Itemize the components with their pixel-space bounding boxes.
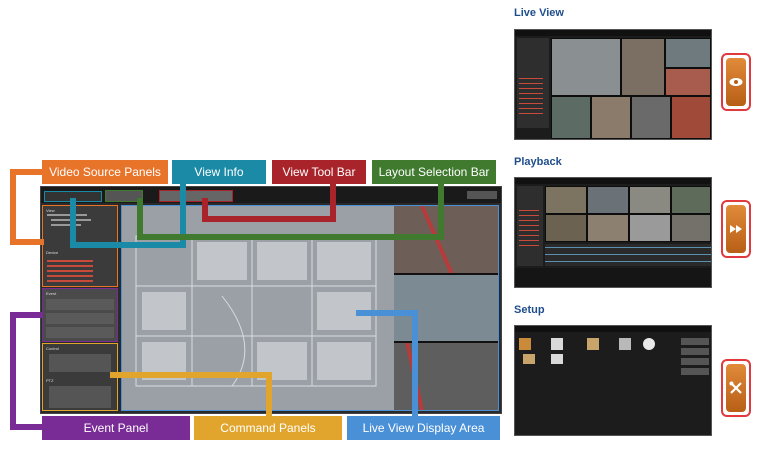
- tools-icon: [729, 381, 742, 394]
- connector-event-panel: [10, 312, 43, 318]
- layout-selection-box: [159, 190, 233, 202]
- live-view-screenshot: [514, 29, 712, 140]
- callout-command-panels: Command Panels: [194, 416, 342, 440]
- playback-mode-tab[interactable]: [721, 200, 751, 258]
- panel-control-label: Control: [46, 346, 59, 351]
- callout-layout-selection-bar: Layout Selection Bar: [372, 160, 496, 184]
- heading-setup: Setup: [514, 304, 545, 316]
- setup-screenshot: [514, 325, 712, 436]
- event-panel: Event: [42, 288, 118, 342]
- panel-event-label: Event: [46, 291, 57, 296]
- fast-forward-icon: [730, 225, 742, 233]
- main-top-bar: [41, 187, 501, 203]
- connector-view-info: [70, 198, 76, 248]
- eye-icon: [729, 78, 743, 86]
- connector-video-source: [10, 169, 43, 175]
- command-panels: Control PTZ: [42, 343, 118, 411]
- callout-live-view-display-area: Live View Display Area: [347, 416, 500, 440]
- connector-view-tool-bar: [202, 198, 208, 222]
- callout-view-info: View Info: [172, 160, 266, 184]
- callout-event-panel: Event Panel: [42, 416, 190, 440]
- panel-device-label: Device: [46, 250, 59, 255]
- heading-playback: Playback: [514, 156, 562, 168]
- setup-mode-tab[interactable]: [721, 359, 751, 417]
- panel-ptz-label: PTZ: [46, 378, 54, 383]
- callout-view-tool-bar: View Tool Bar: [272, 160, 366, 184]
- view-tool-bar-box: [105, 190, 143, 202]
- connector-live-view-area: [356, 310, 418, 316]
- window-controls: [467, 191, 497, 199]
- connector-layout-selection: [137, 198, 143, 240]
- connector-command-panels: [110, 372, 272, 378]
- heading-live-view: Live View: [514, 7, 564, 19]
- panel-view-label: View: [46, 208, 55, 213]
- live-view-mode-tab[interactable]: [721, 53, 751, 111]
- playback-screenshot: [514, 177, 712, 288]
- callout-video-source-panels: Video Source Panels: [42, 160, 168, 184]
